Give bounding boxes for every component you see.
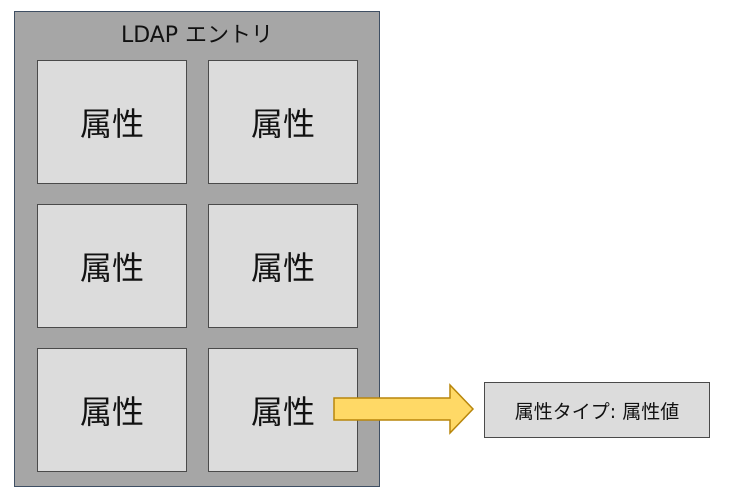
attribute-box: 属性: [37, 60, 187, 184]
attribute-box: 属性: [208, 60, 358, 184]
attribute-box: 属性: [208, 204, 358, 328]
ldap-entry-container: LDAP エントリ 属性 属性 属性 属性 属性 属性: [14, 11, 380, 487]
attribute-box: 属性: [37, 204, 187, 328]
attribute-detail-box: 属性タイプ: 属性値: [484, 382, 710, 438]
arrow-shape: [333, 383, 475, 435]
attribute-box: 属性: [37, 348, 187, 472]
attribute-box-highlighted: 属性: [208, 348, 358, 472]
right-arrow-icon: [333, 383, 475, 435]
entry-title: LDAP エントリ: [120, 23, 274, 48]
